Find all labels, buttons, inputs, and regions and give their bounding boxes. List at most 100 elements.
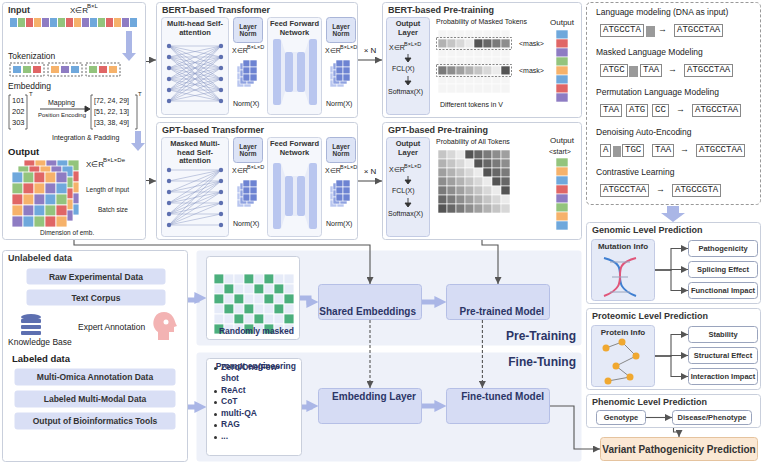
box-fill	[447, 285, 550, 320]
generated-art	[456, 66, 465, 75]
result-box: Genotype	[596, 410, 646, 425]
sequence: ATGCCTA	[600, 24, 644, 37]
generated-art	[456, 84, 465, 93]
generated-art	[343, 60, 350, 67]
generated-art	[224, 314, 234, 324]
info-box: Mutation Info	[591, 239, 655, 301]
label: Norm(X)	[326, 220, 352, 228]
generated-art	[167, 99, 171, 103]
generated-art	[243, 60, 250, 67]
generated-art	[56, 216, 67, 227]
generated-art	[465, 195, 474, 204]
generated-art	[438, 150, 447, 159]
generated-art	[336, 194, 343, 201]
label: X∈R	[389, 166, 405, 174]
label: [51, 22, 13]	[94, 108, 129, 116]
generated-art	[26, 18, 33, 27]
box-fill	[3, 3, 146, 240]
generated-art	[438, 195, 447, 204]
flow-arrow	[40, 54, 411, 207]
label: Batch size	[98, 206, 128, 213]
generated-art	[169, 46, 221, 47]
generated-art	[169, 170, 221, 225]
label: FCL(X)	[392, 65, 415, 73]
generated-art	[23, 216, 34, 227]
generated-art	[474, 66, 483, 75]
label: Position Encoding	[38, 112, 86, 119]
generated-art	[243, 67, 250, 74]
generated-art	[556, 84, 568, 93]
box-fill	[15, 391, 176, 408]
generated-art	[23, 205, 34, 216]
generated-art	[56, 205, 67, 216]
box-fill	[234, 18, 263, 43]
list-item: CoT	[212, 396, 296, 407]
generated-art	[167, 77, 171, 81]
generated-art	[34, 18, 41, 27]
generated-art	[46, 171, 57, 182]
generated-art	[86, 63, 120, 76]
generated-art	[57, 182, 68, 193]
generated-art	[456, 39, 465, 48]
generated-art	[501, 204, 510, 213]
label: X∈R	[325, 47, 341, 55]
generated-art	[169, 170, 221, 181]
box-fill	[587, 223, 761, 304]
connector	[655, 335, 688, 357]
norm-box: Layer Norm	[326, 137, 356, 163]
generated-art	[483, 75, 492, 84]
generated-art	[438, 168, 447, 177]
node-title: Stability	[708, 330, 737, 339]
box-fill	[597, 411, 646, 425]
connector	[302, 406, 310, 407]
node-title: Pathogenicity	[698, 244, 747, 253]
box-fill	[447, 389, 550, 424]
node-title: Output Layer	[388, 20, 428, 37]
generated-art	[483, 39, 492, 48]
box-fill	[689, 327, 758, 343]
generated-art	[438, 204, 447, 213]
label: Integration & Padding	[52, 134, 119, 142]
box-fill	[689, 262, 758, 278]
generated-art	[264, 314, 274, 324]
generated-art	[10, 63, 44, 76]
box-fill	[587, 309, 761, 390]
node-title: Feed Forward Network	[269, 20, 320, 37]
sequence: TAA	[640, 64, 662, 77]
generated-art	[447, 84, 456, 93]
generated-art	[284, 284, 294, 294]
generated-art	[42, 18, 49, 27]
sequence: ATGCCTAA	[692, 104, 741, 117]
model-box: Fine-tuned Model	[446, 388, 550, 424]
generated-art	[556, 158, 568, 167]
label: X∈R	[232, 47, 248, 55]
generated-art	[336, 60, 343, 67]
generated-art	[12, 205, 23, 216]
generated-art	[556, 176, 568, 185]
generated-art	[438, 30, 447, 39]
generated-art	[556, 39, 568, 48]
generated-art	[293, 176, 297, 216]
protein-icon	[627, 374, 634, 381]
connector	[655, 249, 688, 271]
box-fill	[689, 348, 758, 364]
generated-art	[456, 168, 465, 177]
generated-art	[219, 168, 223, 172]
box-fill	[197, 353, 582, 462]
generated-art	[109, 66, 117, 73]
generated-art	[250, 194, 257, 201]
generated-art	[465, 177, 474, 186]
generated-art	[169, 101, 221, 102]
node-title: Protein Info	[593, 328, 653, 337]
sequence: ATG	[626, 104, 648, 117]
generated-art	[169, 46, 221, 79]
generated-art	[12, 194, 23, 205]
generated-art	[224, 304, 234, 314]
module-box: Masked Multi-head Self-attention	[161, 137, 229, 237]
generated-art	[167, 55, 171, 59]
generated-art	[456, 204, 465, 213]
generated-art	[501, 66, 510, 75]
label: FCL(X)	[392, 187, 415, 195]
generated-art	[169, 225, 221, 226]
data-box: Text Corpus	[26, 289, 166, 306]
